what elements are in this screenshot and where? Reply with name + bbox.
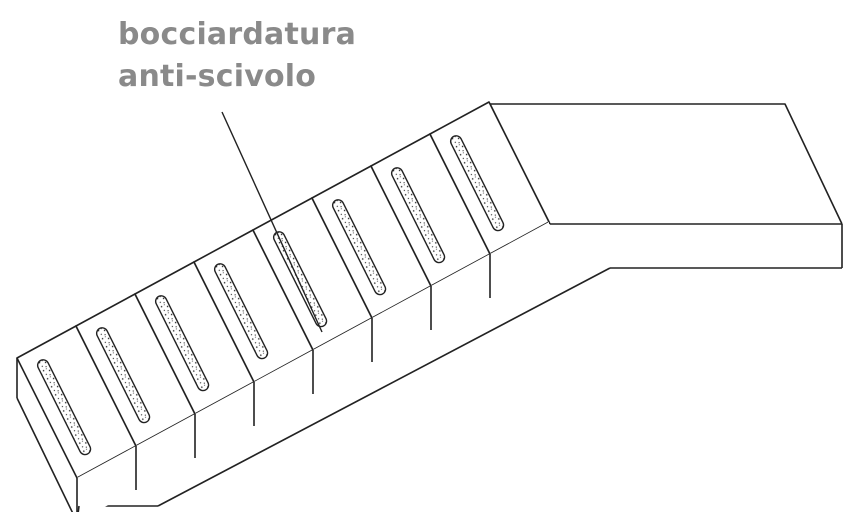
step (16, 325, 137, 512)
step-riser-fill (431, 254, 490, 330)
anti-slip-strip (154, 295, 210, 392)
anti-slip-strip (95, 327, 151, 424)
step (370, 133, 491, 330)
step-riser-fill (490, 222, 549, 298)
steps (16, 101, 550, 512)
step-riser-fill (254, 350, 313, 426)
anti-slip-strip (449, 135, 505, 232)
label-line-2: anti-scivolo (118, 59, 317, 94)
step-riser-fill (372, 286, 431, 362)
step (311, 165, 432, 362)
step-riser-fill (313, 318, 372, 394)
label-line-1: bocciardatura (118, 17, 357, 52)
step (134, 261, 255, 458)
step-riser-fill (77, 446, 136, 512)
step (429, 101, 550, 298)
anti-slip-strip (36, 359, 92, 456)
step-riser-fill (195, 382, 254, 458)
anti-slip-label: bocciardatura anti-scivolo (118, 14, 356, 98)
anti-slip-strip (390, 167, 446, 264)
step (75, 293, 196, 490)
leader-line (221, 111, 323, 333)
first-step-base (16, 358, 80, 512)
anti-slip-strip (213, 263, 269, 360)
anti-slip-strip (331, 199, 387, 296)
step-riser-fill (136, 414, 195, 490)
